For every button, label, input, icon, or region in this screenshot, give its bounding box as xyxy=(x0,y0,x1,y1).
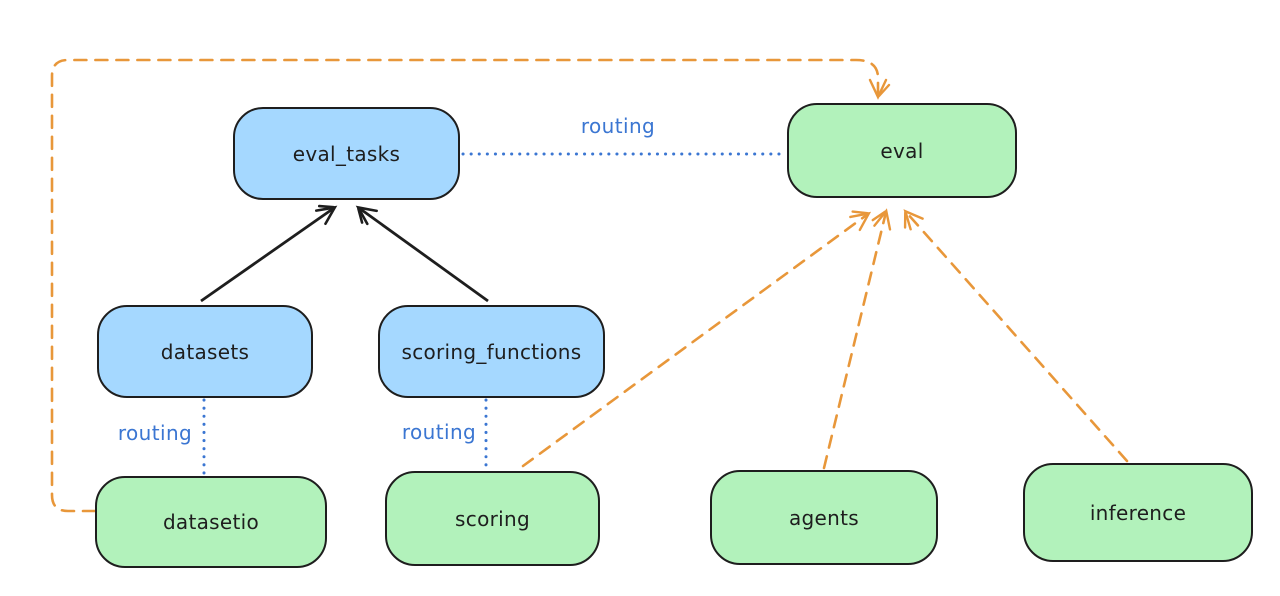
node-scoring: scoring xyxy=(385,471,600,566)
node-eval-tasks: eval_tasks xyxy=(233,107,460,200)
routing-label-scoring-functions-to-scoring: routing xyxy=(401,420,477,444)
node-agents-label: agents xyxy=(789,505,859,530)
node-inference-label: inference xyxy=(1089,500,1187,525)
node-datasetio: datasetio xyxy=(95,476,327,568)
node-datasetio-label: datasetio xyxy=(162,510,260,534)
edge-datasets-to-eval-tasks xyxy=(200,204,338,303)
node-scoring-functions-label: scoring_functions xyxy=(401,339,582,364)
node-eval-label: eval xyxy=(880,138,924,163)
edge-scoring-functions-to-eval-tasks xyxy=(355,205,489,303)
routing-label-eval-tasks-to-eval: routing xyxy=(580,114,656,138)
node-inference: inference xyxy=(1023,463,1253,562)
edge-inference-to-eval xyxy=(903,209,1129,463)
edge-agents-to-eval xyxy=(822,208,892,470)
node-agents: agents xyxy=(710,470,938,565)
routing-label-datasets-to-datasetio: routing xyxy=(117,421,193,445)
node-datasets-label: datasets xyxy=(160,339,250,364)
node-eval: eval xyxy=(787,103,1017,198)
node-scoring-label: scoring xyxy=(455,506,530,531)
node-scoring-functions: scoring_functions xyxy=(378,305,605,398)
node-eval-tasks-label: eval_tasks xyxy=(292,141,401,166)
node-datasets: datasets xyxy=(97,305,313,398)
